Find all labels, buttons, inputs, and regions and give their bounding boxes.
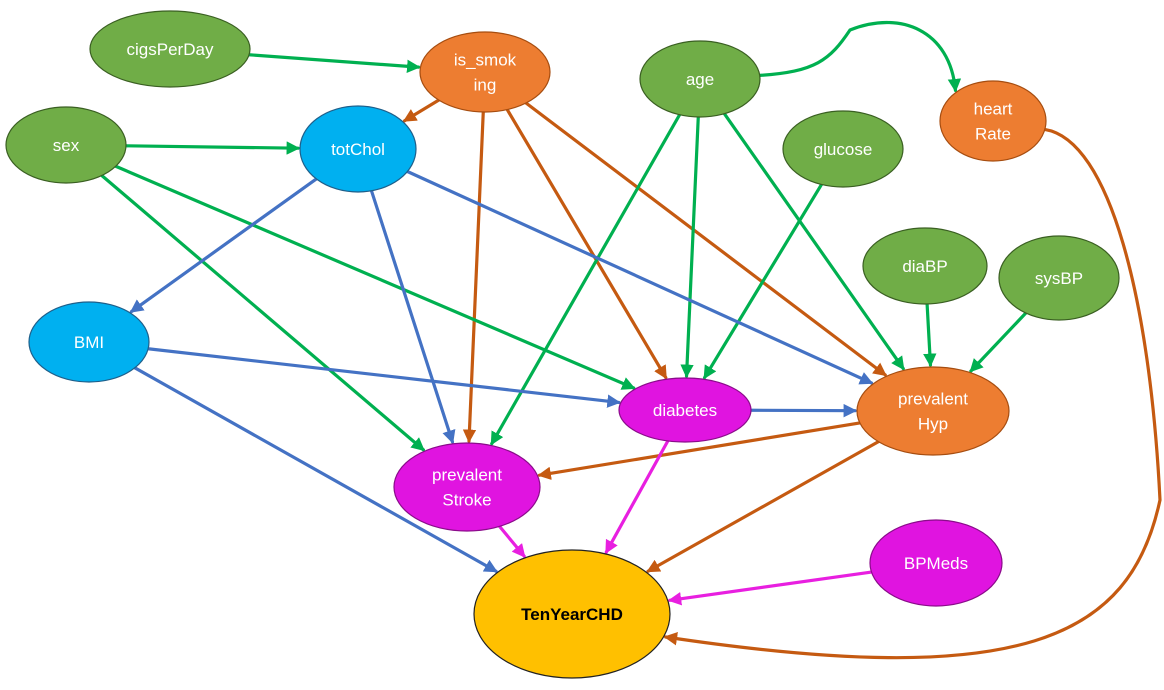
- node-totChol-shape: [299, 105, 417, 193]
- node-diaBP-shape: [862, 227, 988, 305]
- edge-diabetes-to-TenYearCHD: [604, 439, 670, 554]
- node-TenYearCHD-shape: [473, 549, 671, 679]
- node-BMI: BMI: [28, 301, 150, 383]
- edge-BPMeds-to-TenYearCHD: [667, 570, 874, 606]
- edge-prevalentHyp-to-TenYearCHD: [646, 440, 881, 573]
- edge-glucose-to-diabetes: [703, 182, 824, 380]
- edge-totChol-to-prevalentHyp: [405, 169, 874, 385]
- node-cigsPerDay-shape: [89, 10, 251, 88]
- edge-heartRate-to-TenYearCHD: [663, 127, 1162, 660]
- edge-cigsPerDay-to-is_smoking: [247, 53, 421, 74]
- edge-is_smoking-to-diabetes: [505, 107, 668, 380]
- node-sysBP-label-0: sysBP: [1035, 269, 1083, 288]
- edge-sex-to-diabetes: [114, 164, 636, 390]
- node-prevalentHyp-shape: [856, 366, 1010, 456]
- node-age-label-0: age: [686, 70, 714, 89]
- edge-BMI-to-diabetes: [146, 347, 621, 408]
- node-is_smoking-label-0: is_smok: [454, 51, 517, 70]
- edge-diaBP-to-prevalentHyp: [923, 302, 937, 368]
- node-age-shape: [639, 40, 761, 118]
- node-is_smoking-label-1: ing: [474, 76, 497, 95]
- node-cigsPerDay-label-0: cigsPerDay: [127, 40, 214, 59]
- node-sex-label-0: sex: [53, 136, 80, 155]
- node-sysBP-shape: [998, 235, 1120, 321]
- edge-age-to-prevalentStroke: [490, 113, 682, 446]
- edge-totChol-to-BMI: [129, 177, 318, 314]
- node-glucose-shape: [782, 110, 904, 188]
- edge-prevalentHyp-to-prevalentStroke: [537, 421, 862, 480]
- node-cigsPerDay: cigsPerDay: [89, 10, 251, 88]
- node-totChol-label-0: totChol: [331, 140, 385, 159]
- node-sysBP: sysBP: [998, 235, 1120, 321]
- node-prevalentStroke-shape: [393, 442, 541, 532]
- node-is_smoking-shape: [419, 31, 551, 113]
- node-prevalentStroke-label-1: Stroke: [442, 491, 491, 510]
- node-sex-shape: [5, 106, 127, 184]
- node-glucose-label-0: glucose: [814, 140, 873, 159]
- node-diaBP-label-0: diaBP: [902, 257, 947, 276]
- node-heartRate-label-0: heart: [974, 100, 1013, 119]
- node-sex: sex: [5, 106, 127, 184]
- edge-age-to-diabetes: [680, 115, 700, 379]
- node-BPMeds: BPMeds: [869, 519, 1003, 607]
- edge-sex-to-prevalentStroke: [100, 173, 425, 452]
- edge-is_smoking-to-prevalentStroke: [462, 110, 485, 444]
- edge-age-to-prevalentHyp: [722, 112, 905, 371]
- node-age: age: [639, 40, 761, 118]
- edge-sysBP-to-prevalentHyp: [969, 311, 1028, 373]
- node-prevalentHyp-label-1: Hyp: [918, 415, 948, 434]
- node-prevalentHyp-label-0: prevalent: [898, 390, 968, 409]
- node-diabetes-shape: [618, 377, 752, 443]
- node-glucose: glucose: [782, 110, 904, 188]
- edge-is_smoking-to-prevalentHyp: [524, 101, 887, 377]
- edge-age-to-heartRate: [758, 20, 962, 93]
- node-BPMeds-label-0: BPMeds: [904, 554, 968, 573]
- node-heartRate-label-1: Rate: [975, 125, 1011, 144]
- node-prevalentStroke-label-0: prevalent: [432, 466, 502, 485]
- node-diabetes-label-0: diabetes: [653, 401, 717, 420]
- node-heartRate-shape: [939, 80, 1047, 162]
- node-diaBP: diaBP: [862, 227, 988, 305]
- edge-sex-to-totChol: [124, 141, 301, 155]
- node-TenYearCHD: TenYearCHD: [473, 549, 671, 679]
- node-totChol: totChol: [299, 105, 417, 193]
- node-diabetes: diabetes: [618, 377, 752, 443]
- edges-layer: [100, 20, 1162, 660]
- node-TenYearCHD-label-0: TenYearCHD: [521, 605, 623, 624]
- node-BMI-shape: [28, 301, 150, 383]
- node-BMI-label-0: BMI: [74, 333, 104, 352]
- edge-BMI-to-TenYearCHD: [133, 366, 498, 573]
- edge-prevalentStroke-to-TenYearCHD: [497, 524, 526, 558]
- edge-totChol-to-prevalentStroke: [369, 189, 456, 444]
- node-BPMeds-shape: [869, 519, 1003, 607]
- edge-is_smoking-to-totChol: [402, 98, 441, 123]
